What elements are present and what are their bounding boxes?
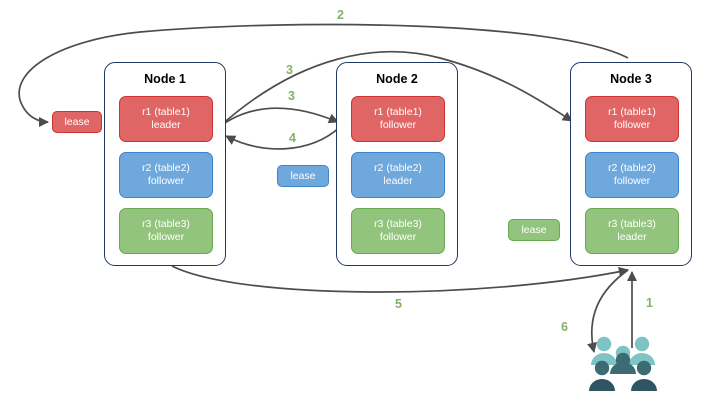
replica-role-label: follower (613, 175, 651, 187)
edge-label-4: 4 (289, 131, 296, 145)
replica-n3r3[interactable]: r3 (table3) leader (585, 208, 679, 254)
replica-role-label: follower (147, 175, 185, 187)
edge-label-1: 1 (646, 296, 653, 310)
node-title: Node 1 (144, 72, 186, 86)
replica-range-label: r3 (table3) (608, 218, 656, 230)
users-group-svg (589, 336, 657, 391)
lease-badge-table2[interactable]: lease (277, 165, 329, 187)
node-container-node1[interactable]: Node 1 r1 (table1) leader r2 (table2) fo… (104, 62, 226, 266)
replica-range-label: r1 (table1) (608, 106, 656, 118)
edge-label-3b: 3 (288, 89, 295, 103)
edge-label-5: 5 (395, 297, 402, 311)
replica-n3r2[interactable]: r2 (table2) follower (585, 152, 679, 198)
replica-role-label: follower (379, 119, 417, 131)
replica-range-label: r3 (table3) (142, 218, 190, 230)
replica-role-label: follower (613, 119, 651, 131)
replica-n2r2[interactable]: r2 (table2) leader (351, 152, 445, 198)
replica-range-label: r2 (table2) (608, 162, 656, 174)
node-title: Node 2 (376, 72, 418, 86)
node-container-node2[interactable]: Node 2 r1 (table1) follower r2 (table2) … (336, 62, 458, 266)
edge-label-3a: 3 (286, 63, 293, 77)
lease-badge-table3[interactable]: lease (508, 219, 560, 241)
replica-range-label: r1 (table1) (142, 106, 190, 118)
replica-n2r1[interactable]: r1 (table1) follower (351, 96, 445, 142)
replica-n1r1[interactable]: r1 (table1) leader (119, 96, 213, 142)
replica-range-label: r2 (table2) (142, 162, 190, 174)
lease-badge-table1[interactable]: lease (52, 111, 102, 133)
replica-role-label: leader (383, 175, 413, 187)
replica-n1r3[interactable]: r3 (table3) follower (119, 208, 213, 254)
users-group-icon (588, 335, 658, 393)
replica-role-label: follower (147, 231, 185, 243)
edge-label-2: 2 (337, 8, 344, 22)
node-title: Node 3 (610, 72, 652, 86)
edge-4 (225, 126, 341, 150)
replica-role-label: leader (151, 119, 181, 131)
edge-3-short (218, 107, 339, 128)
replica-range-label: r1 (table1) (374, 106, 422, 118)
node-container-node3[interactable]: Node 3 r1 (table1) follower r2 (table2) … (570, 62, 692, 266)
replica-n1r2[interactable]: r2 (table2) follower (119, 152, 213, 198)
edge-5 (171, 265, 629, 293)
replica-role-label: leader (617, 231, 647, 243)
replica-n3r1[interactable]: r1 (table1) follower (585, 96, 679, 142)
replica-role-label: follower (379, 231, 417, 243)
edge-label-6: 6 (561, 320, 568, 334)
replica-range-label: r3 (table3) (374, 218, 422, 230)
replica-n2r3[interactable]: r3 (table3) follower (351, 208, 445, 254)
replica-range-label: r2 (table2) (374, 162, 422, 174)
